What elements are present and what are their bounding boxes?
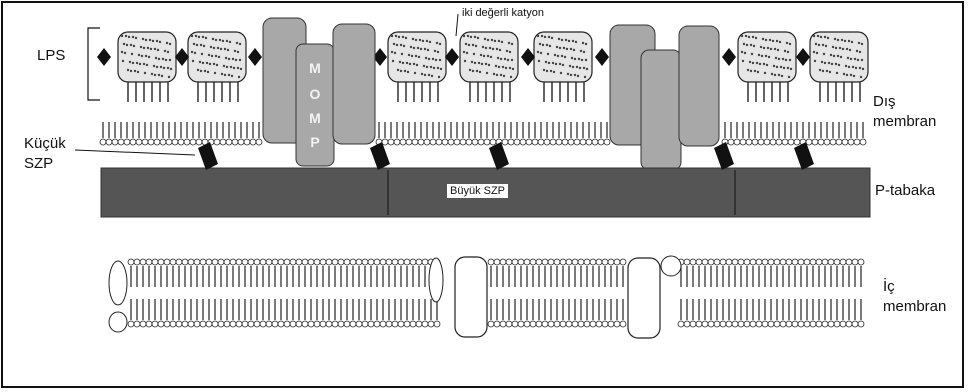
lps-bracket [88, 28, 100, 100]
divalent-cation-label: iki değerli katyon [459, 6, 547, 20]
small-szp-protein [489, 142, 509, 170]
lps-molecule [460, 32, 518, 102]
inner-membrane-segment [488, 259, 626, 327]
divalent-cation [248, 48, 262, 66]
large-szp-label: Büyük SZP [447, 184, 508, 198]
divalent-cation [796, 48, 810, 66]
divalent-cation [595, 48, 609, 66]
lps-molecule [738, 32, 796, 102]
cation-pointer [456, 14, 458, 36]
lps-label: LPS [37, 46, 65, 65]
small-szp-label-line2: SZP [24, 154, 53, 173]
momp-letter: O [297, 86, 333, 102]
porin-protein [333, 24, 375, 144]
divalent-cation [175, 48, 189, 66]
momp-letter: P [297, 134, 333, 150]
divalent-cation [521, 48, 535, 66]
inner-membrane [109, 256, 864, 338]
lps-molecule [534, 32, 592, 102]
outer-membrane-segment [376, 122, 610, 145]
inner-membrane-protein [429, 258, 443, 302]
divalent-cation [445, 48, 459, 66]
porin-protein [641, 50, 681, 170]
small-szp-protein [370, 142, 390, 170]
inner-membrane-segment [128, 259, 440, 327]
outer-membrane-label-line1: Dış [873, 92, 896, 111]
lps-molecule [388, 32, 446, 102]
p-layer-label: P-tabaka [875, 181, 935, 200]
divalent-cation [722, 48, 736, 66]
inner-membrane-protein [109, 312, 127, 332]
inner-membrane-label-line1: İç [883, 277, 895, 296]
outer-membrane-segment [100, 122, 262, 145]
porin-protein [679, 26, 719, 146]
lps-molecule [188, 32, 246, 102]
inner-membrane-protein [455, 257, 487, 337]
momp-letter: M [297, 60, 333, 76]
inner-membrane-protein [661, 256, 681, 276]
momp-letter: M [297, 110, 333, 126]
small-szp-protein [198, 142, 218, 170]
small-szp-protein [794, 142, 814, 170]
small-szp-proteins [198, 142, 814, 170]
inner-membrane-protein [109, 261, 127, 305]
small-szp-label-line1: Küçük [24, 134, 66, 153]
inner-membrane-label-line2: membran [883, 297, 946, 316]
inner-membrane-segment [678, 259, 864, 327]
lps-molecule [118, 32, 176, 102]
lps-molecule [810, 32, 868, 102]
small-szp-pointer [75, 150, 195, 155]
inner-membrane-protein [628, 258, 660, 338]
small-szp-protein [714, 142, 734, 170]
outer-membrane [100, 122, 866, 145]
divalent-cation [97, 48, 111, 66]
outer-membrane-label-line2: membran [873, 112, 936, 131]
outer-membrane-segment [722, 122, 866, 145]
lps-molecules [118, 32, 868, 102]
